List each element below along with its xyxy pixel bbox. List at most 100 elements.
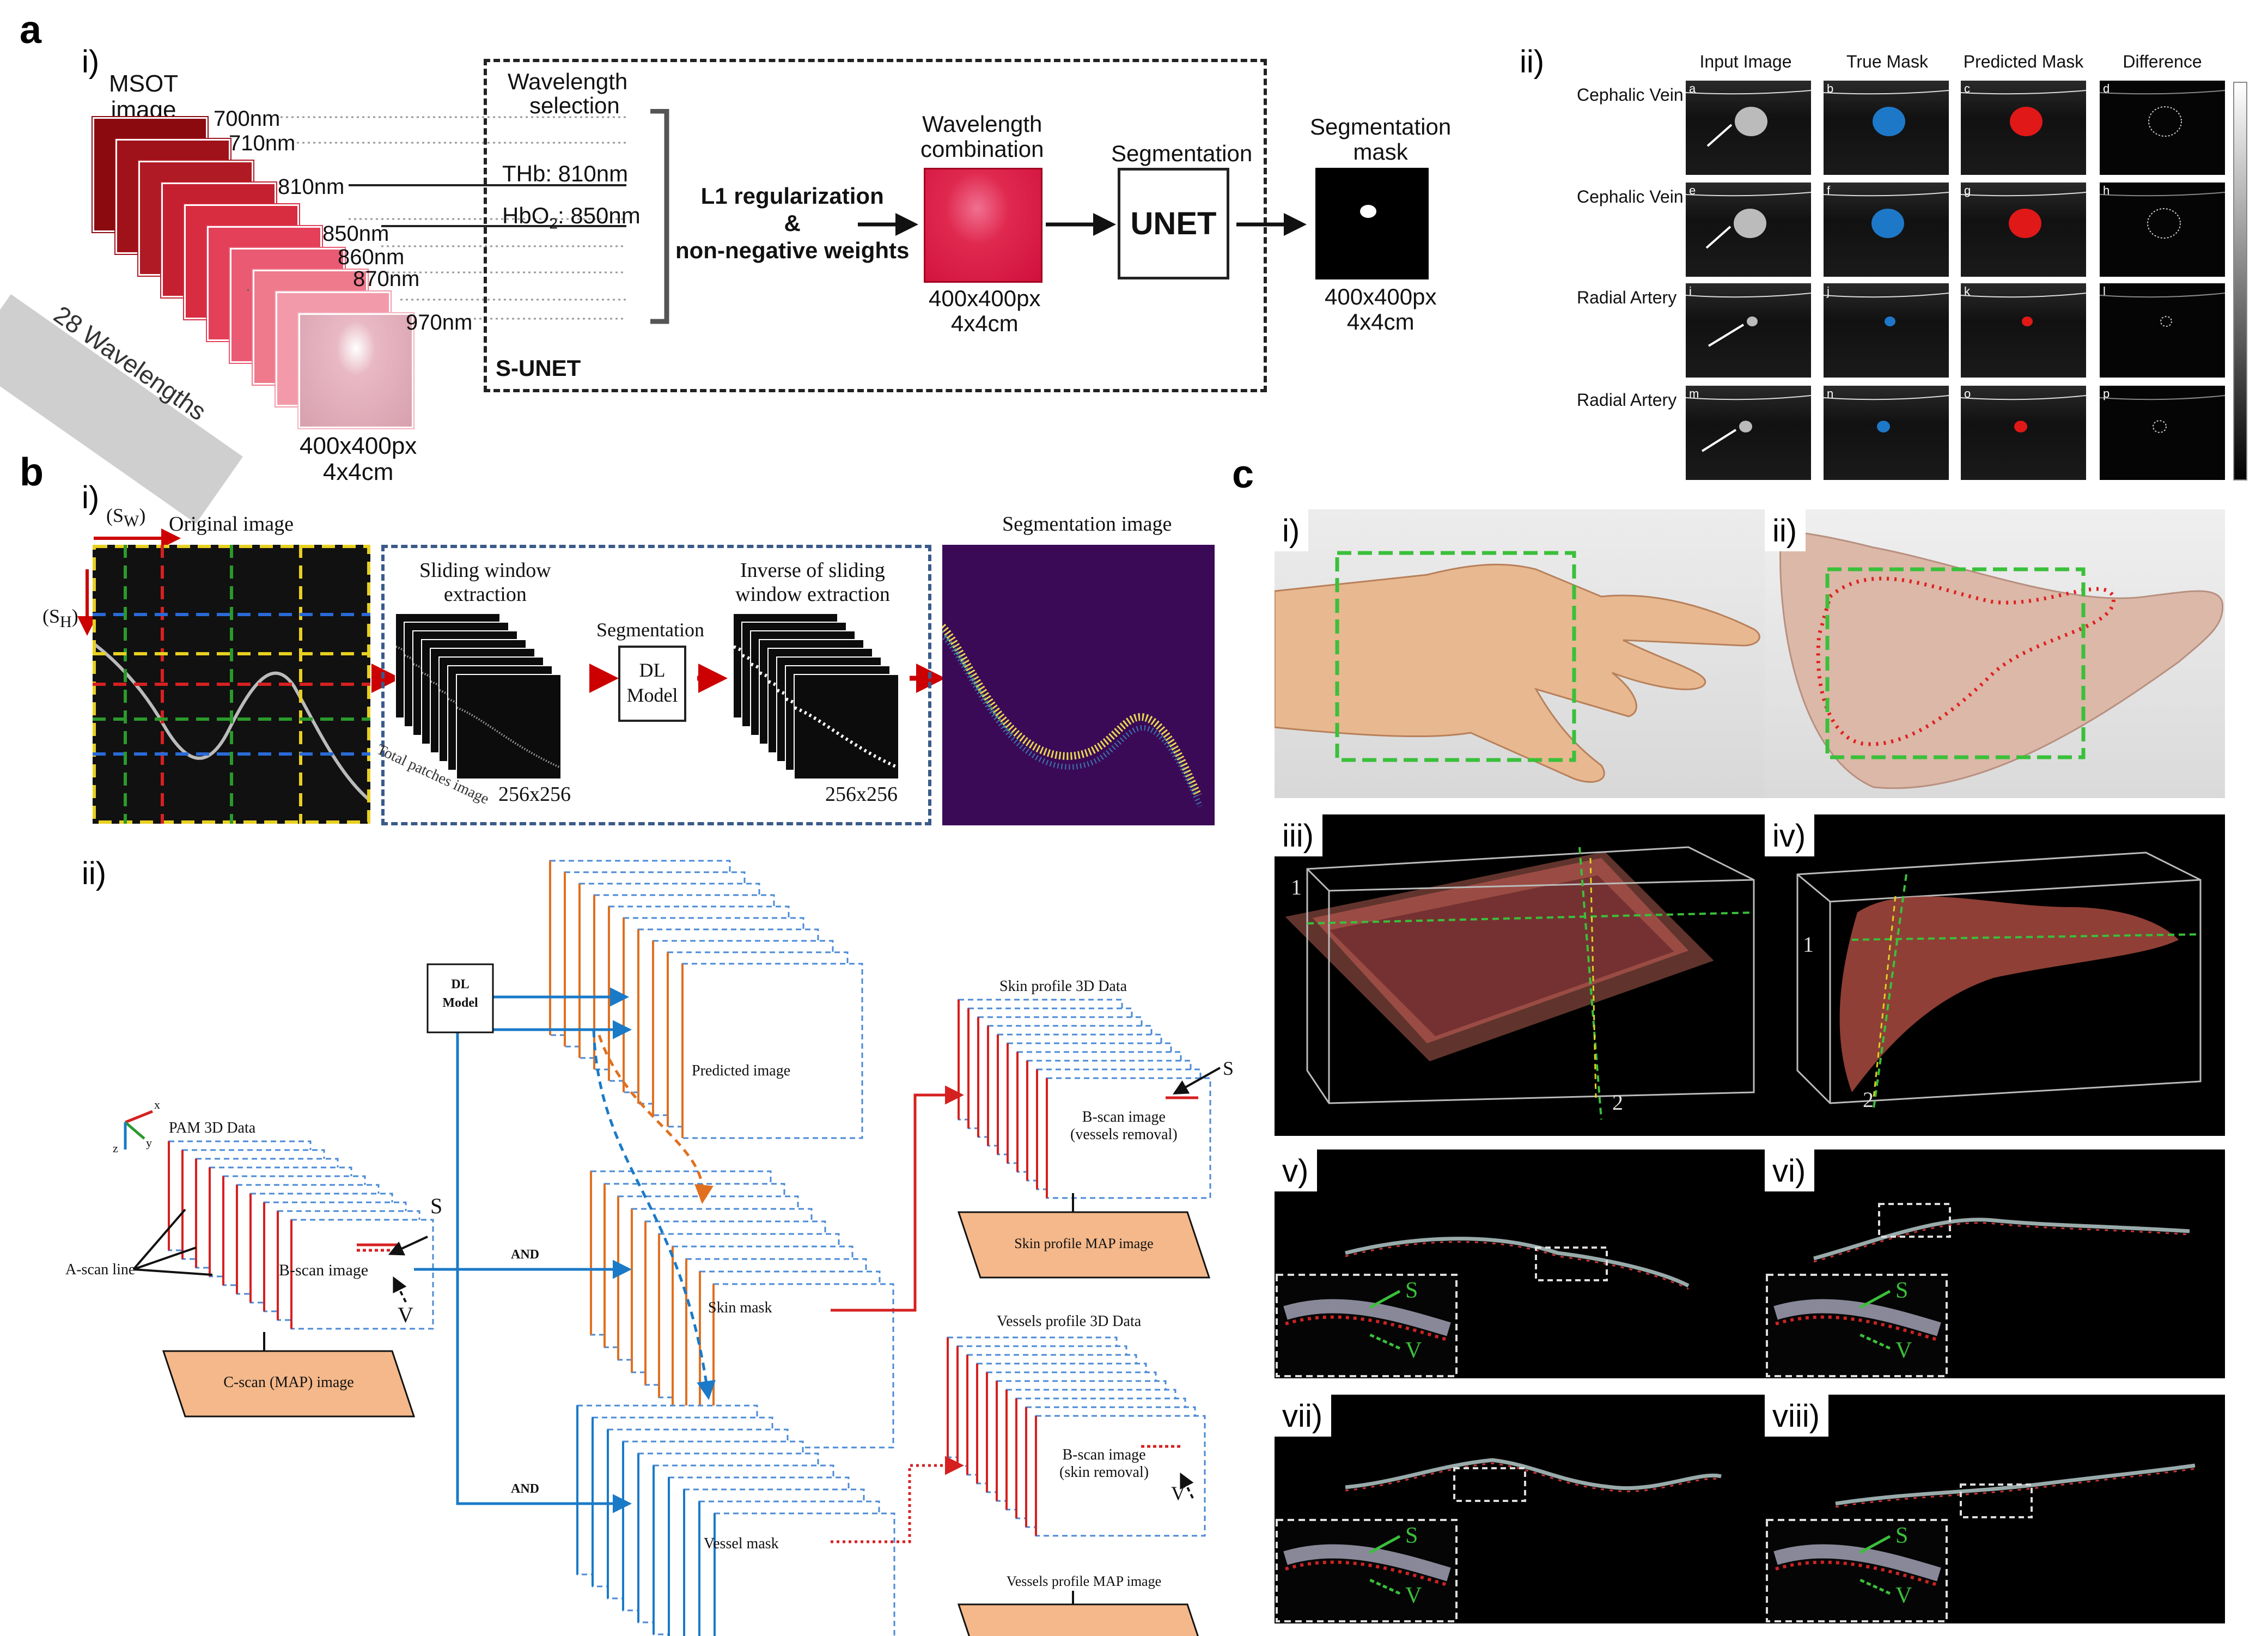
cell-letter: j	[1827, 284, 1830, 298]
sm-line2: mask	[1353, 139, 1408, 165]
inverse-sliding-title: Inverse of sliding window extraction	[735, 558, 890, 606]
grid-cell: a	[1685, 81, 1812, 175]
original-image	[92, 545, 371, 824]
wc-line1: Wavelength	[922, 111, 1042, 137]
cell-content	[2099, 90, 2226, 137]
segmentation-mask-title: Segmentation mask	[1310, 114, 1451, 165]
cell-letter: g	[1964, 184, 1971, 197]
pam-3d-label: PAM 3D Data	[169, 1120, 256, 1136]
bscan-svg	[1766, 1463, 2196, 1622]
msot-title-line1: MSOT	[109, 70, 179, 97]
inv-title-2: window extraction	[735, 583, 890, 606]
axis-z: z	[113, 1141, 118, 1155]
grid-cell: e	[1685, 183, 1812, 277]
foot-drawing	[1779, 530, 2224, 789]
c-ii-label: ii)	[1765, 509, 1806, 551]
wavelength-combination-title: Wavelength combination	[920, 112, 1044, 162]
3d-hand-svg	[1285, 846, 1755, 1120]
wavelength-combination-image	[924, 168, 1042, 283]
wavelength-870: 870nm	[353, 267, 420, 291]
cell-letter: i	[1689, 284, 1692, 298]
segmentation-step-title: Segmentation	[596, 619, 704, 641]
bii-dl-line2: Model	[442, 996, 478, 1010]
3d-foot-render: 1 2	[1765, 814, 2225, 1136]
a-scan-label: A-scan line	[65, 1261, 136, 1278]
l1-line1: L1 regularization	[700, 183, 884, 209]
stack-size-cm: 4x4cm	[322, 459, 394, 485]
c-iv-mark-2: 2	[1863, 1087, 1874, 1112]
cell-letter: o	[1964, 387, 1971, 400]
skin-map-label: Skin profile MAP image	[1014, 1236, 1154, 1251]
hand-drawing	[1275, 551, 1760, 783]
cell-letter: h	[2103, 184, 2110, 197]
bscan-label: vii)	[1275, 1395, 1332, 1437]
wavelength-selection-title: Wavelength selection	[508, 70, 627, 118]
grid-cell: k	[1960, 283, 2087, 378]
panel-letter-c: c	[1232, 453, 1254, 496]
stack-slice	[290, 1219, 434, 1330]
bsr-line1: B-scan image	[1062, 1446, 1146, 1463]
dl-model-box: DL Model	[618, 646, 686, 722]
patch-content	[794, 706, 899, 769]
panel-a-ii-label: ii)	[1520, 44, 1545, 80]
ms-line1: 400x400px	[1325, 284, 1437, 309]
cell-letter: n	[1827, 387, 1834, 400]
sw-title-1: Sliding window	[419, 559, 551, 582]
c-i-label: i)	[1275, 509, 1309, 551]
cell-letter: c	[1964, 82, 1970, 95]
wavelength-810: 810nm	[278, 175, 345, 199]
mask-size: 400x400px 4x4cm	[1325, 284, 1437, 335]
bscan-label: v)	[1275, 1150, 1318, 1191]
stack-size: 400x400px 4x4cm	[300, 433, 417, 485]
a-i-arrows	[858, 213, 1307, 236]
bscan-s-label: S	[1405, 1278, 1418, 1303]
grid-cell: i	[1685, 283, 1812, 378]
b-scan-skin-removal: B-scan image (skin removal)	[1059, 1446, 1149, 1481]
patch-size-1: 256x256	[498, 783, 571, 806]
bscan-label: vi)	[1765, 1150, 1815, 1191]
c-iii-mark-1: 1	[1291, 875, 1302, 899]
skin-mask-label: Skin mask	[708, 1299, 772, 1316]
sh-label: (SH)	[42, 605, 78, 631]
cell-letter: m	[1689, 387, 1699, 400]
grid-cell: h	[2099, 183, 2226, 277]
ellipsis-1: ·	[245, 279, 251, 299]
stack-slice	[1035, 1415, 1206, 1537]
sw-main: (S	[106, 504, 124, 526]
sliding-window-title: Sliding window extraction	[419, 558, 551, 606]
bsr-line2: (skin removal)	[1059, 1464, 1149, 1481]
bii-dl-line1: DL	[451, 977, 470, 992]
b-i-red-arrows	[77, 528, 181, 636]
b-scan-vessels-removal: B-scan image (vessels removal)	[1070, 1109, 1178, 1144]
bscan-s-label: S	[1895, 1278, 1909, 1303]
vessels-map-label: Vessels profile MAP image	[1006, 1573, 1162, 1589]
hbo2-label: HbO2: 850nm	[502, 203, 641, 232]
segmentation-image-title: Segmentation image	[1002, 513, 1172, 536]
row-label: Radial Artery	[1577, 288, 1677, 307]
patch-size-2: 256x256	[825, 783, 898, 806]
patch-content	[456, 707, 561, 769]
ws-line2: selection	[529, 93, 620, 118]
panel-b-ii-label: ii)	[82, 856, 107, 891]
panel-letter-b: b	[20, 451, 44, 494]
cell-content	[1685, 90, 1812, 147]
sh-sub: H	[60, 613, 72, 631]
row-label: Cephalic Vein	[1577, 187, 1684, 206]
dl-model-line2: Model	[626, 684, 678, 706]
original-image-title: Original image	[169, 513, 294, 536]
v-label-pam: V	[398, 1303, 413, 1327]
predicted-image-label: Predicted image	[692, 1062, 791, 1079]
sw-title-2: extraction	[443, 583, 527, 606]
patch	[456, 674, 562, 780]
bscan-v-label: V	[1895, 1338, 1912, 1363]
sw-sub: W	[124, 512, 139, 531]
cell-content	[1960, 395, 2087, 433]
hbo2-rest: : 850nm	[557, 203, 641, 228]
s-label-pam: S	[430, 1194, 443, 1218]
bscan-v-label: V	[1405, 1338, 1422, 1363]
cell-letter: f	[1827, 184, 1831, 197]
c-iii-mark-2: 2	[1612, 1090, 1623, 1115]
cell-content	[1685, 395, 1812, 452]
bscan-label: viii)	[1765, 1395, 1828, 1437]
cell-content	[1685, 293, 1812, 347]
